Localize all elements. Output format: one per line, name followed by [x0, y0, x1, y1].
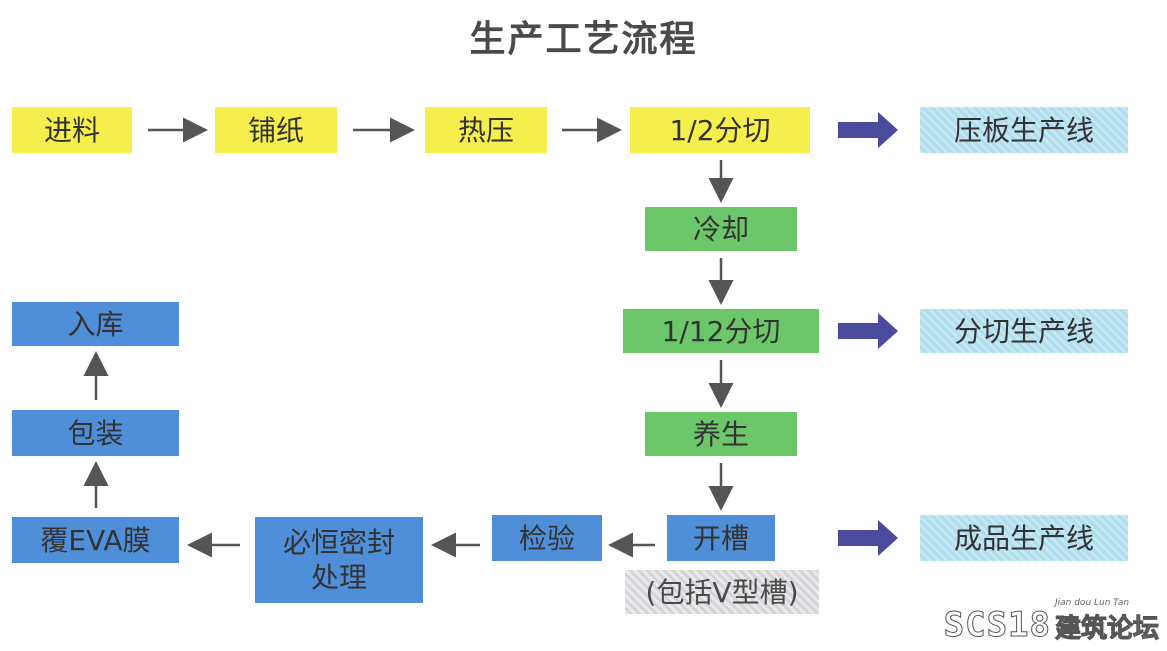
node-store: 入库 — [12, 302, 179, 346]
node-groove-note: (包括V型槽) — [625, 570, 819, 614]
node-feed: 进料 — [12, 107, 132, 153]
big-arrow-product-line — [838, 520, 898, 556]
big-arrow-cut-line — [838, 313, 898, 349]
node-groove: 开槽 — [667, 515, 775, 561]
diagram-title: 生产工艺流程 — [469, 19, 698, 60]
node-seal: 必恒密封 处理 — [255, 517, 423, 603]
node-cure: 养生 — [645, 412, 797, 456]
node-seal-line1: 必恒密封 — [282, 526, 395, 559]
node-inspect: 检验 — [492, 515, 602, 561]
node-product-line: 成品生产线 — [920, 515, 1128, 561]
node-pack: 包装 — [12, 410, 179, 456]
node-cut-twelfth: 1/12分切 — [623, 309, 819, 353]
watermark-pinyin: Jian dou Lun Tan — [1054, 598, 1130, 608]
node-cool: 冷却 — [645, 207, 797, 251]
watermark-cn: 建筑论坛 — [1054, 614, 1159, 645]
big-arrow-press-line — [838, 112, 898, 148]
watermark-logo: SCS18 — [943, 605, 1051, 646]
watermark: SCS18 Jian dou Lun Tan 建筑论坛 — [943, 598, 1159, 646]
node-hotpress: 热压 — [425, 107, 547, 153]
node-cut-line: 分切生产线 — [920, 309, 1128, 353]
node-paper: 铺纸 — [215, 107, 337, 153]
node-eva: 覆EVA膜 — [12, 517, 179, 563]
node-seal-line2: 处理 — [310, 561, 367, 594]
node-press-line: 压板生产线 — [920, 107, 1128, 153]
node-cut-half: 1/2分切 — [630, 107, 810, 153]
